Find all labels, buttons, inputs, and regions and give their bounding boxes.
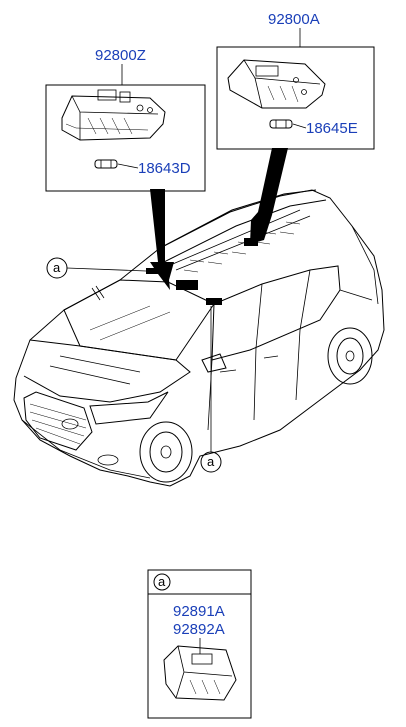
rear-lamp-location-arrow <box>250 148 288 244</box>
callout-lower-label: a <box>207 454 215 469</box>
front-lamp-spot <box>176 280 198 290</box>
rear-room-lamp-group: 92800A 18645E <box>216 11 375 150</box>
rear-bulb-icon <box>269 119 293 129</box>
callout-upper-label: a <box>53 260 61 275</box>
front-bulb-leader <box>117 163 139 169</box>
vehicle-illustration <box>13 189 385 487</box>
callout-upper: a <box>46 257 147 279</box>
rear-room-lamp-icon <box>227 59 326 109</box>
callout-upper-leader <box>66 267 147 272</box>
front-map-lamp-group: 92800Z 18643D <box>45 47 206 192</box>
front-map-lamp-icon <box>61 89 166 141</box>
vanity-lamp-spot-rh <box>206 298 222 305</box>
rear-bulb-leader <box>292 123 307 129</box>
front-bulb-icon <box>94 159 118 169</box>
vanity-lamp-spot <box>146 268 162 274</box>
rear-lamp-assy-label[interactable]: 92800A <box>268 11 320 28</box>
front-bulb-label[interactable]: 18643D <box>138 160 191 177</box>
callout-lower: a <box>200 306 222 473</box>
vanity-detail-box <box>147 569 252 719</box>
front-lamp-assy-label[interactable]: 92800Z <box>95 47 146 64</box>
detail-ref-label: a <box>158 574 166 589</box>
rear-lamp-spot <box>244 238 258 246</box>
vanity-lamp-icon <box>163 645 237 701</box>
vanity-lamp-detail: a 92891A 92892A <box>147 569 252 719</box>
rear-lamp-box <box>216 46 375 150</box>
vanity-lamp-lh-label[interactable]: 92891A <box>173 603 225 620</box>
front-lamp-box <box>45 84 206 192</box>
front-lamp-location-arrow <box>150 189 174 290</box>
detail-ref-circle <box>153 573 171 591</box>
rear-bulb-label[interactable]: 18645E <box>306 120 358 137</box>
vanity-lamp-rh-label[interactable]: 92892A <box>173 621 225 638</box>
